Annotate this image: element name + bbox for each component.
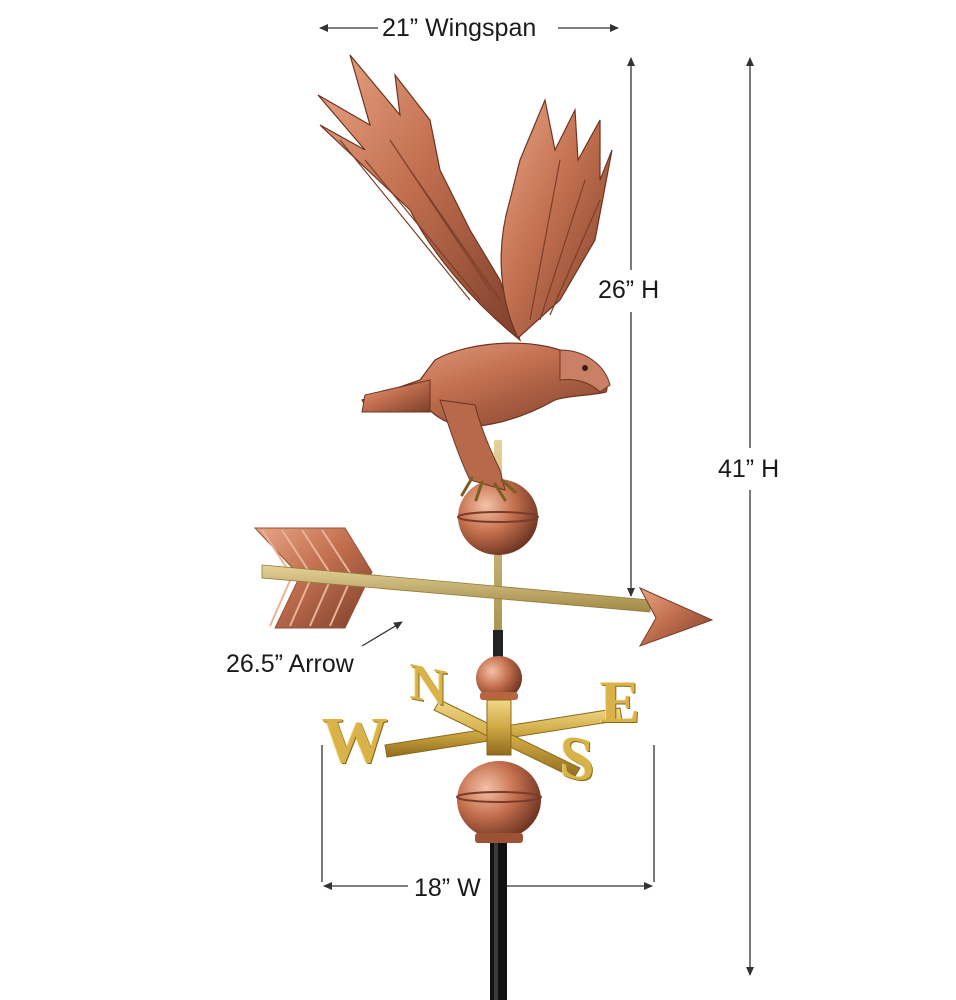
arrow-shaft <box>261 564 651 613</box>
eagle-sculpture <box>317 54 613 502</box>
eagle-tail <box>361 379 431 413</box>
arrow-point <box>638 586 714 647</box>
compass-letter-south: S <box>560 721 595 797</box>
arrow-length-label: 26.5” Arrow <box>226 650 354 678</box>
directional-arrow <box>253 527 714 647</box>
compass-letter-east: E <box>600 669 641 735</box>
eagle-left-wing <box>317 54 522 342</box>
mounting-pole <box>490 835 507 1000</box>
compass-letter-west: W <box>322 704 388 777</box>
wingspan-label: 21” Wingspan <box>382 14 537 42</box>
small-copper-ball <box>476 656 522 700</box>
eagle-legs <box>439 399 506 491</box>
lower-copper-ball <box>457 761 541 839</box>
eagle-height-label: 26” H <box>598 276 660 304</box>
compass-arms <box>384 699 623 779</box>
eagle-right-wing <box>500 97 613 339</box>
dimension-lines <box>319 24 754 976</box>
compass-letter-north: N <box>410 653 448 718</box>
width-label: 18” W <box>414 874 481 902</box>
eagle-eye <box>582 365 588 371</box>
arrow-callout-line <box>361 621 403 647</box>
eagle-body <box>361 342 608 427</box>
total-height-label: 41” H <box>718 455 780 483</box>
eagle-talons <box>460 476 517 502</box>
